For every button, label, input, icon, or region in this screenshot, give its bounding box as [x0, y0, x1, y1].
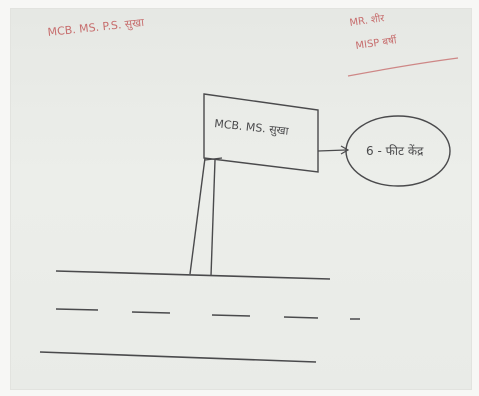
top-right-underline	[347, 57, 459, 77]
callout-text: 6 - फीट केंद्र	[366, 144, 424, 158]
top-right-note-line2: MISP बर्षी	[355, 34, 398, 52]
road-center-dash	[131, 311, 171, 314]
road-bottom-edge	[39, 351, 317, 363]
callout-arrow	[317, 149, 347, 152]
sign-board-text: MCB. MS. सुखा	[214, 117, 290, 138]
callout-ellipse	[345, 115, 451, 187]
arrow-head-icon	[340, 145, 350, 155]
road-center-dash	[55, 308, 99, 311]
top-right-note-line1: MR. शीर	[349, 12, 386, 29]
road-center-dash	[211, 314, 251, 317]
sign-post-tick	[204, 157, 223, 161]
sign-post-right	[210, 159, 216, 277]
sign-post-left	[189, 157, 206, 275]
sign-board	[203, 93, 319, 173]
road-center-dash	[283, 316, 319, 319]
road-top-edge	[55, 270, 331, 280]
paper-sheet	[10, 8, 472, 390]
top-left-note: MCB. MS. P.S. सुखा	[47, 16, 145, 39]
